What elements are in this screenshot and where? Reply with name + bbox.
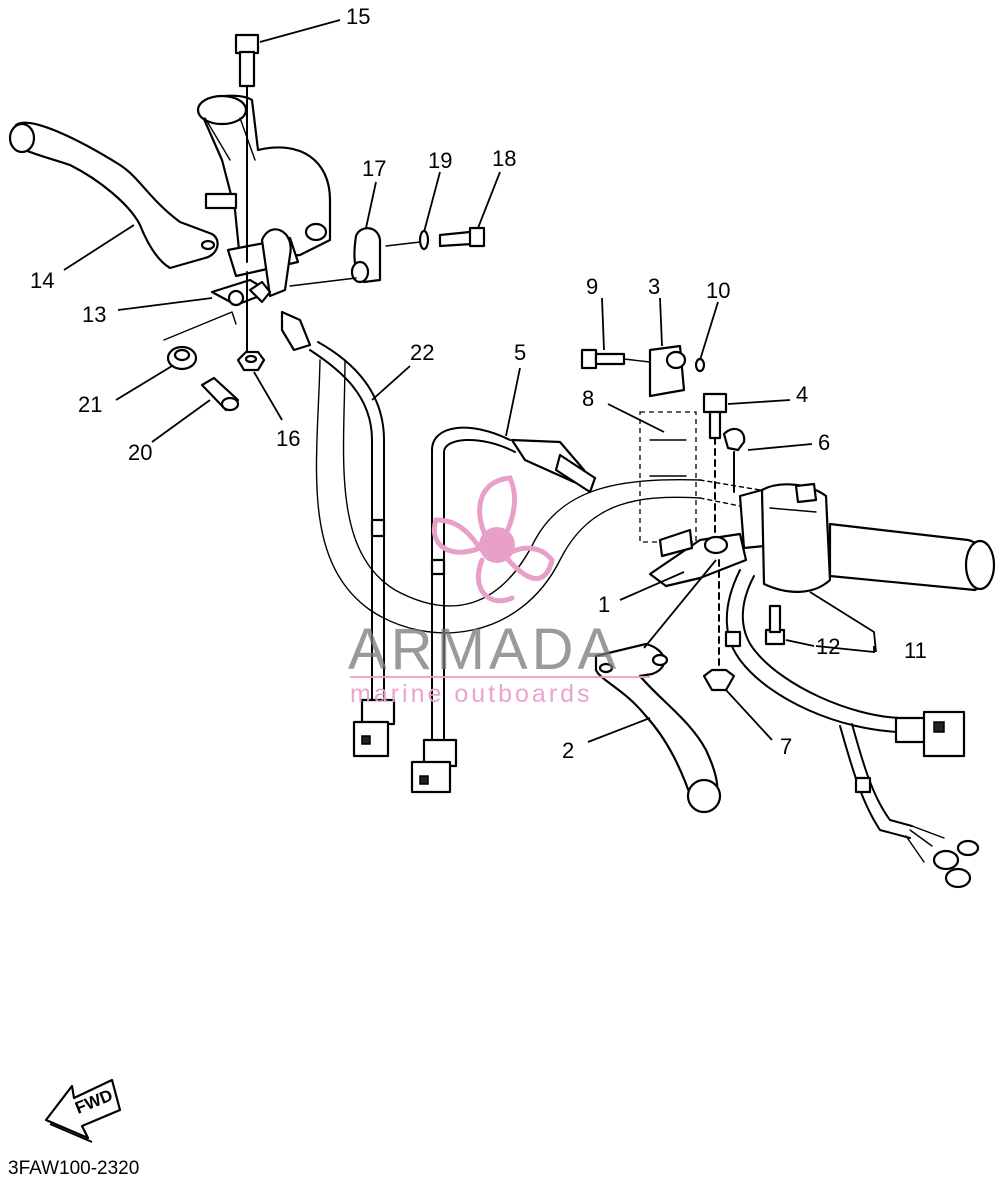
callout-4: 4	[796, 382, 808, 407]
leader-lines	[63, 19, 877, 743]
lever-bracket-13	[210, 278, 272, 307]
callout-9: 9	[586, 274, 598, 299]
logo-blade-right	[501, 545, 555, 581]
armada-logo	[431, 475, 555, 604]
logo-swirl	[475, 557, 515, 604]
bolt-18	[438, 226, 486, 248]
master-cylinder-bracket-1	[648, 528, 748, 588]
guide-box	[639, 411, 697, 543]
callout-11: 11	[904, 638, 927, 663]
small-parts-left	[163, 271, 266, 412]
clutch-switch-cable-22	[280, 310, 396, 758]
holder-3	[648, 344, 687, 398]
logo-hub	[479, 527, 515, 563]
callout-8: 8	[582, 386, 594, 411]
holder-17	[289, 227, 382, 287]
nut-7	[702, 559, 736, 692]
switch-wire-harness	[724, 569, 980, 889]
clutch-lever-14	[8, 121, 219, 270]
callout-20: 20	[128, 440, 152, 465]
callout-16: 16	[276, 426, 300, 451]
screw-12	[764, 604, 786, 646]
watermark-brand: ARMADA	[348, 617, 621, 682]
bolt-9	[580, 348, 651, 370]
callout-7: 7	[780, 734, 792, 759]
callout-14: 14	[30, 268, 54, 293]
callout-labels: 15 17 19 18 14 13 21 20 16 22 5 9 3 10 8…	[30, 4, 927, 763]
bolt-4	[702, 392, 728, 541]
callout-1: 1	[598, 592, 610, 617]
callout-19: 19	[428, 148, 452, 173]
callout-22: 22	[410, 340, 434, 365]
watermark-divider	[350, 676, 650, 678]
washer-19	[385, 229, 430, 251]
front-stop-switch-cable-5	[410, 426, 597, 794]
bolt-15	[234, 33, 260, 263]
callout-15: 15	[346, 4, 370, 29]
screw-6	[722, 427, 746, 493]
callout-18: 18	[492, 146, 516, 171]
callout-6: 6	[818, 430, 830, 455]
callout-12: 12	[816, 634, 840, 659]
washer-10	[694, 357, 706, 373]
brake-lever-2	[594, 642, 722, 814]
callout-17: 17	[362, 156, 386, 181]
fwd-arrow-icon: FWD	[44, 1078, 122, 1143]
diagram-code: 3FAW100-2320	[8, 1158, 140, 1179]
callout-10: 10	[706, 278, 730, 303]
callout-2: 2	[562, 738, 574, 763]
callout-5: 5	[514, 340, 526, 365]
logo-blade-top	[477, 475, 518, 548]
callout-21: 21	[78, 392, 102, 417]
handlebar-switch-11	[738, 482, 996, 593]
logo-blade-left	[431, 517, 484, 555]
callout-13: 13	[82, 302, 106, 327]
callout-3: 3	[648, 274, 660, 299]
watermark-tagline: marine outboards	[350, 680, 593, 708]
master-cylinder	[196, 94, 332, 298]
